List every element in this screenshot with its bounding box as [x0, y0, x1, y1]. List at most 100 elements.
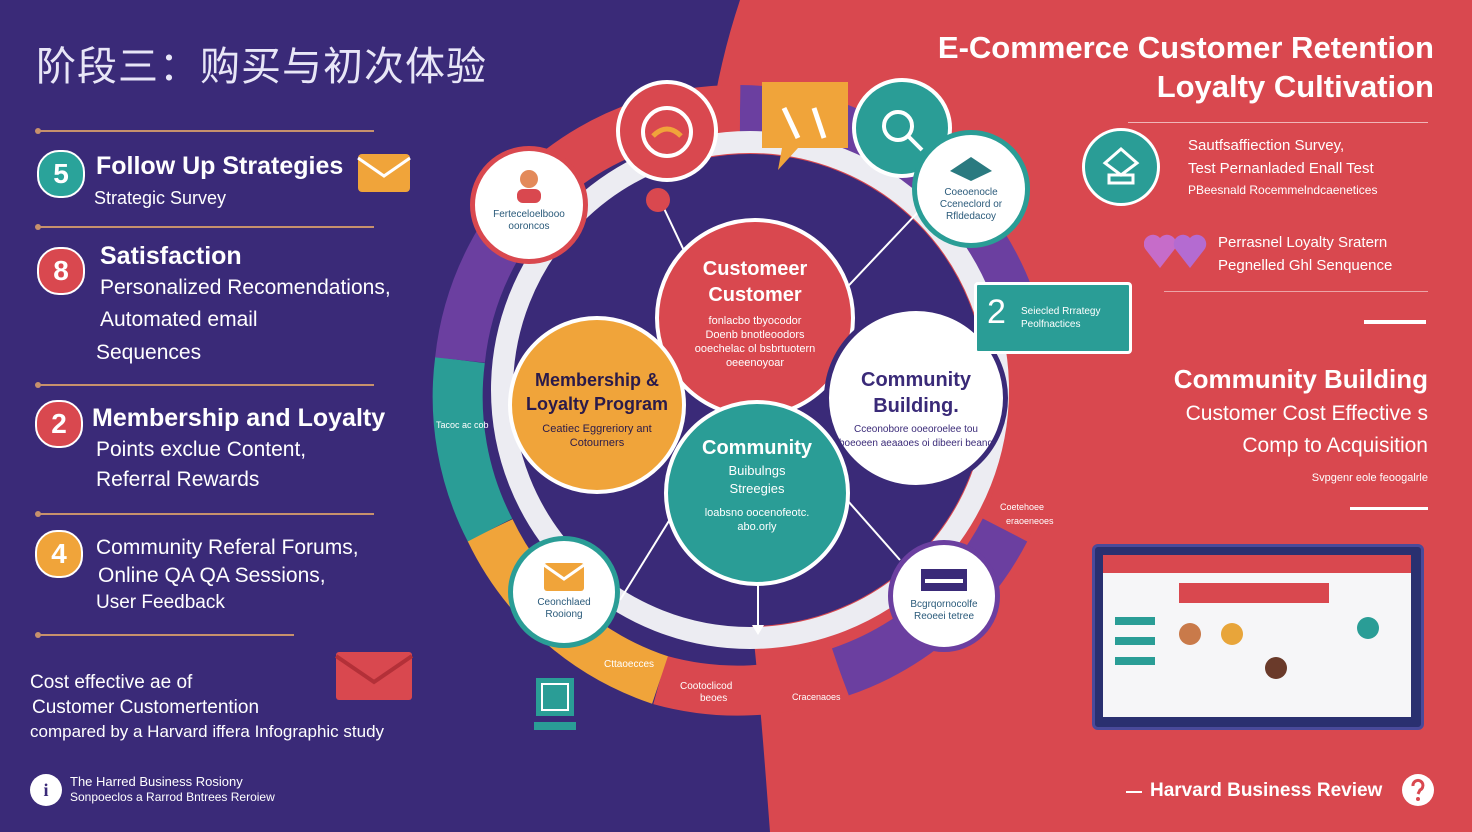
item-text: Online QA QA Sessions, [98, 564, 326, 587]
circle-title: Customer [708, 284, 802, 306]
community-strategies-circle: Community Buibulngs Streegies loabsno oo… [664, 400, 850, 586]
circle-text: boeoeen aeaaoes oi dibeeri beang [838, 438, 994, 449]
badge-text: Reoeei tetree [913, 611, 975, 622]
survey-icon [1082, 128, 1160, 206]
item-heading: Membership and Loyalty [92, 404, 386, 432]
footer-text: compared by a Harvard iffera Infographic… [30, 722, 385, 741]
step-number-badge: 2 [35, 400, 83, 448]
circle-text: fonlacbo tbyocodor [708, 315, 802, 327]
wheel-label: eraoeneoes [1006, 516, 1054, 526]
badge-text: Cceneclord or [939, 199, 1003, 210]
wheel-label: beoes [700, 693, 728, 704]
item-heading: Follow Up Strategies [96, 152, 344, 180]
circle-text: abo.orly [737, 521, 777, 533]
divider [35, 224, 374, 230]
badge-text: Rfldedacoy [945, 211, 997, 222]
wheel-label: Cootoclicod [680, 681, 733, 692]
hearts-icon [1144, 234, 1207, 268]
item-text: Sequences [96, 341, 202, 364]
strategy-callout: 2 Seiecled Rrrategy Peolfnactices [974, 282, 1132, 354]
right-text: Perrasnel Loyalty Sratern [1218, 234, 1388, 251]
divider [35, 511, 374, 517]
wheel-label: Coetehoee [1000, 502, 1045, 512]
title-line: Loyalty Cultivation [1156, 69, 1434, 104]
item-text: Referral Rewards [96, 468, 260, 491]
callout-text: Seiecled Rrrategy [1021, 306, 1101, 317]
membership-circle: Membership & Loyalty Program Ceatiec Egg… [508, 316, 686, 494]
info-icon: i [30, 774, 62, 806]
circle-text: Buibulngs [728, 463, 786, 478]
report-badge: Bcgrqornocolfe Reoeei tetree [888, 540, 1000, 652]
divider [1126, 791, 1142, 793]
step-number-badge: 5 [37, 150, 85, 198]
circle-text: ooechelac ol bsbrtuotern [694, 343, 816, 355]
badge-text: Ferteceloelbooo [493, 209, 565, 220]
badge-text: Bcgrqornocolfe [910, 599, 978, 610]
divider [35, 128, 374, 134]
brand-name: Harvard Business Review [1150, 780, 1383, 801]
circle-text: Cotourners [569, 437, 625, 449]
step-number-badge: 8 [37, 247, 85, 295]
circle-title: Community [702, 437, 812, 459]
item-text: Strategic Survey [94, 188, 227, 208]
divider [1364, 320, 1426, 324]
callout-text: Peolfnactices [1021, 319, 1081, 330]
community-heading: Community Building [1173, 364, 1428, 394]
badge-text: Coeoenocle [944, 187, 998, 198]
main-title: E-Commerce Customer Retention Loyalty Cu… [938, 28, 1434, 106]
divider [1350, 507, 1428, 510]
right-text: Test Pernanladed Enall Test [1188, 160, 1374, 177]
logo-icon [1402, 774, 1434, 806]
email-badge: Coeoenocle Cceneclord or Rfldedacoy [912, 130, 1030, 248]
community-text: Comp to Acquisition [1242, 434, 1428, 457]
circle-title: Loyalty Program [525, 394, 669, 414]
circle-title: Membership & [534, 370, 660, 390]
community-small: Svpgenr eole feoogalrle [1311, 472, 1428, 484]
circle-text: Streegies [729, 481, 785, 496]
divider [1164, 291, 1428, 292]
circle-text: oeeenoyoar [725, 357, 785, 369]
badge-text: Rooiong [545, 609, 583, 620]
brand-text: The Harred Business Rosiony [70, 774, 243, 789]
badge-text: Ceonchlaed [537, 597, 591, 608]
mail-badge: Ceonchlaed Rooiong [508, 536, 620, 648]
footer-text: Cost effective ae of [30, 672, 193, 693]
title-line: E-Commerce Customer Retention [937, 30, 1434, 65]
item-text: User Feedback [96, 592, 225, 613]
page-title-chinese: 阶段三：购买与初次体验 [36, 44, 487, 90]
divider [35, 632, 294, 638]
divider [1128, 122, 1428, 123]
item-text: Community Referal Forums, [96, 536, 359, 559]
circle-text: Doenb bnotleoodors [705, 329, 805, 341]
brand-text: Sonpoeclos a Rarrod Bntrees Reroiew [70, 790, 275, 804]
chat-bubble-icon [762, 82, 848, 170]
dashboard-mockup [1092, 544, 1424, 730]
wheel-label: Cttaoecces [604, 659, 655, 670]
envelope-icon [334, 652, 414, 700]
circle-title: Customeer [702, 258, 808, 280]
profile-badge: Ferteceloelbooo ooroncos [470, 146, 588, 264]
item-text: Automated email [100, 308, 258, 331]
monitor-icon [534, 678, 576, 730]
item-text: Points exclue Content, [96, 438, 307, 461]
circle-title: Building. [873, 395, 959, 417]
divider [35, 382, 374, 388]
circle-text: loabsno oocenofeotc. [704, 507, 810, 519]
item-text: Personalized Recomendations, [100, 276, 391, 299]
right-text: Pegnelled Ghl Senquence [1218, 257, 1393, 274]
envelope-icon [357, 154, 411, 192]
wheel-label: Tacoc ac cob [436, 420, 489, 430]
badge-text: ooroncos [508, 221, 550, 232]
step-number-badge: 4 [35, 530, 83, 578]
wheel-label: Cracenaoes [792, 692, 841, 702]
circle-text: Cceonobore ooeoroelee tou [854, 424, 978, 435]
callout-number-icon: 2 [987, 293, 1006, 331]
community-text: Customer Cost Effective s [1185, 402, 1428, 425]
item-heading: Satisfaction [100, 242, 242, 270]
footer-text: Customer Customertention [32, 697, 260, 718]
support-icon [616, 80, 718, 182]
right-text: Sautfsaffiection Survey, [1188, 137, 1345, 154]
circle-text: Ceatiec Eggreriory ant [542, 423, 652, 435]
right-text: PBeesnald Rocemmelndcaenetices [1188, 183, 1378, 197]
customer-circle: Customeer Customer fonlacbo tbyocodor Do… [655, 218, 855, 418]
